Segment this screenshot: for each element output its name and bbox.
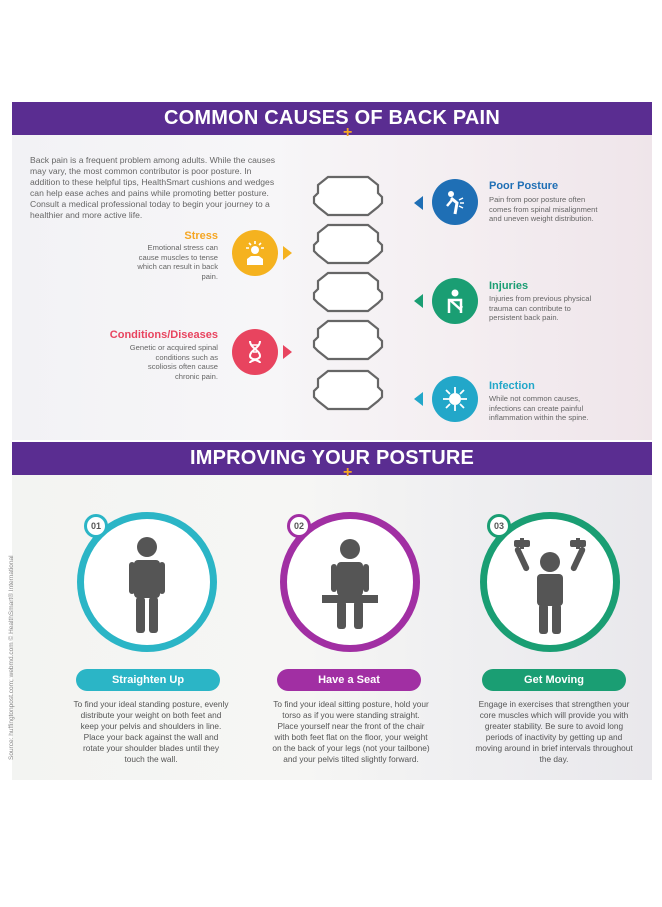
pointer-arrow	[283, 246, 292, 260]
cause-description: Pain from poor posture often comes from …	[489, 195, 598, 223]
cause-title: Conditions/Diseases	[109, 329, 218, 341]
section-banner-causes: COMMON CAUSES OF BACK PAIN	[12, 102, 652, 135]
section-title-posture: IMPROVING YOUR POSTURE	[189, 447, 475, 469]
bent-person-icon	[432, 179, 478, 225]
cause-description: While not common causes, infections can …	[489, 394, 589, 422]
pointer-arrow	[414, 196, 423, 210]
tip-label: Straighten Up	[76, 669, 220, 691]
cause-description: Genetic or acquired spinal conditions su…	[129, 343, 218, 381]
vertebra-4	[312, 319, 384, 361]
tip-description: To find your ideal sitting posture, hold…	[272, 699, 430, 764]
section-banner-posture: IMPROVING YOUR POSTURE	[12, 442, 652, 475]
source-credit: Source: huffingtonpost.com; webmd.com © …	[8, 555, 15, 760]
dna-icon	[232, 329, 278, 375]
tip-label: Get Moving	[482, 669, 626, 691]
stressed-person-icon	[232, 230, 278, 276]
cause-title: Poor Posture	[489, 180, 559, 192]
vertebra-1	[312, 175, 384, 217]
pointer-arrow	[414, 294, 423, 308]
cause-title: Stress	[184, 230, 218, 242]
standing-person-icon	[129, 537, 165, 633]
tip-number: 02	[287, 514, 311, 538]
tip-number: 03	[487, 514, 511, 538]
pointer-arrow	[283, 345, 292, 359]
tip-number: 01	[84, 514, 108, 538]
plus-icon: +	[343, 124, 353, 141]
cause-title: Injuries	[489, 280, 529, 292]
pointer-arrow	[414, 392, 423, 406]
intro-paragraph: Back pain is a frequent problem among ad…	[30, 155, 276, 220]
dumbbell-person-icon	[514, 538, 586, 634]
virus-icon	[432, 376, 478, 422]
arm-sling-icon	[432, 278, 478, 324]
plus-icon: +	[343, 464, 353, 481]
vertebra-5	[312, 369, 384, 411]
tip-description: Engage in exercises that strengthen your…	[475, 699, 633, 764]
vertebra-2	[312, 223, 384, 265]
cause-description: Emotional stress can cause muscles to te…	[137, 243, 218, 281]
tip-label: Have a Seat	[277, 669, 421, 691]
spine-illustration	[312, 175, 384, 411]
cause-description: Injuries from previous physical trauma c…	[489, 294, 592, 322]
tip-description: To find your ideal standing posture, eve…	[73, 699, 229, 764]
section-title-causes: COMMON CAUSES OF BACK PAIN	[164, 107, 500, 129]
sitting-person-icon	[322, 539, 378, 629]
vertebra-3	[312, 271, 384, 313]
cause-title: Infection	[489, 380, 535, 392]
